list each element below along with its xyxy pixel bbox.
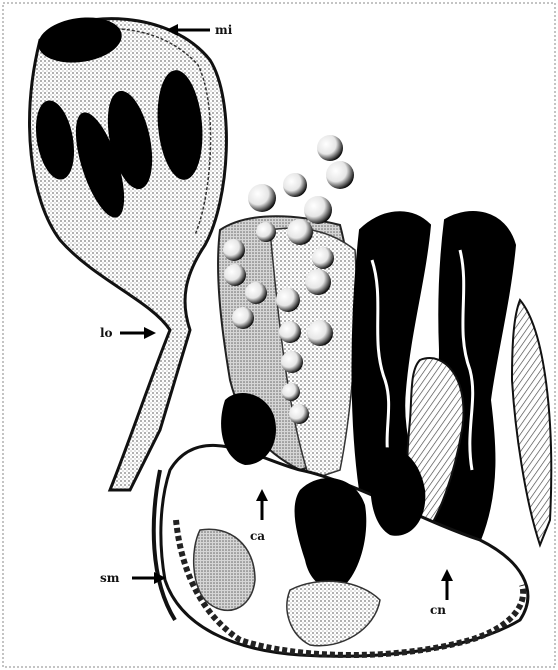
label-lo: lo (100, 326, 113, 340)
upper-cell (30, 12, 227, 490)
label-cn: cn (430, 603, 446, 617)
label-sm: sm (100, 571, 120, 585)
label-mi: mi (215, 23, 233, 37)
label-ca: ca (250, 529, 265, 543)
